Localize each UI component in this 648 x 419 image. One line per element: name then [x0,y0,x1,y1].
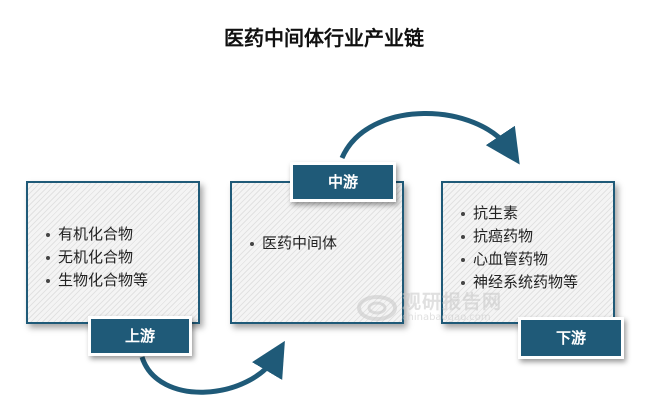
downstream-box: 抗生素 抗癌药物 心血管药物 神经系统药物等 [441,181,615,324]
midstream-list: 医药中间体 [248,232,337,255]
upstream-list: 有机化合物 无机化合物 生物化合物等 [44,223,148,292]
watermark-main: 观研报告网 [402,291,503,313]
midstream-label: 中游 [290,162,396,202]
list-item: 无机化合物 [44,246,148,269]
list-item: 生物化合物等 [44,269,148,292]
list-item: 心血管药物 [459,248,578,271]
page-title: 医药中间体行业产业链 [224,26,424,50]
upstream-box: 有机化合物 无机化合物 生物化合物等 [26,181,200,324]
arrow-up-to-mid [139,340,285,395]
downstream-list: 抗生素 抗癌药物 心血管药物 神经系统药物等 [459,202,578,294]
watermark-logo-icon [357,295,397,321]
upstream-label: 上游 [88,316,192,356]
downstream-label: 下游 [518,317,624,359]
watermark-sub: chinabaogao.com [402,312,491,323]
arrow-mid-to-down [339,111,520,165]
list-item: 有机化合物 [44,223,148,246]
list-item: 医药中间体 [248,232,337,255]
list-item: 抗癌药物 [459,225,578,248]
list-item: 神经系统药物等 [459,271,578,294]
watermark: 观研报告网 chinabaogao.com [356,290,502,326]
list-item: 抗生素 [459,202,578,225]
